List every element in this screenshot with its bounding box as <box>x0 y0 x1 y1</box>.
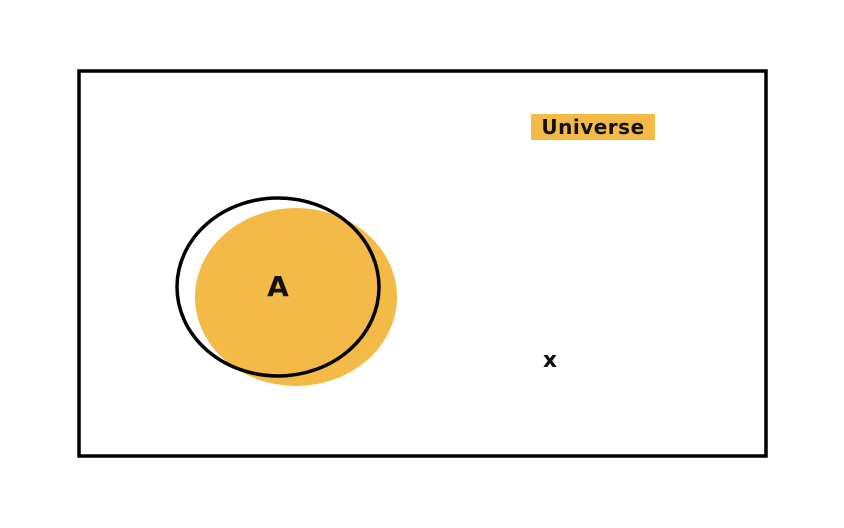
element-x-label: x <box>542 348 558 373</box>
set-a-label: A <box>267 270 289 303</box>
universe-label: Universe <box>541 115 645 139</box>
universe-rectangle <box>77 69 768 458</box>
universe-label-highlight <box>531 114 655 140</box>
set-a-fill <box>195 208 397 386</box>
set-a-outline <box>175 196 381 378</box>
